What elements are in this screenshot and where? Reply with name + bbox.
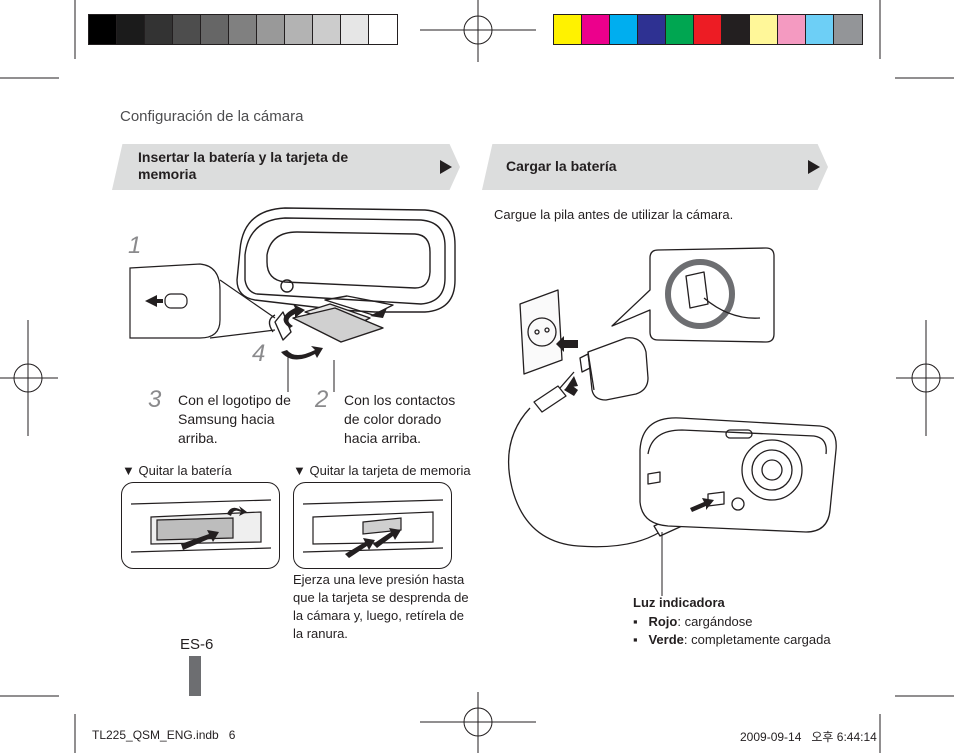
- remove-card-illustration: [293, 482, 452, 569]
- step-number-4: 4: [252, 340, 266, 367]
- process-color-swatch: [666, 15, 694, 44]
- page-number: ES-6: [180, 636, 214, 653]
- indicator-legend: ▪ Rojo: cargándose ▪ Verde: completament…: [633, 613, 831, 649]
- grayscale-swatch: [313, 15, 341, 44]
- grayscale-swatch: [117, 15, 145, 44]
- legend-item-green: ▪ Verde: completamente cargada: [633, 632, 831, 647]
- legend-desc-green: : completamente cargada: [683, 632, 831, 647]
- section-header-left: [112, 144, 460, 190]
- section-header-right: [482, 144, 828, 190]
- legend-item-red: ▪ Rojo: cargándose: [633, 614, 753, 629]
- page-tab-marker: [189, 656, 201, 696]
- step-2-text: Con los contactos de color dorado hacia …: [344, 392, 456, 446]
- process-color-swatch: [750, 15, 778, 44]
- grayscale-swatch: [369, 15, 397, 44]
- indicator-title: Luz indicadora: [633, 595, 725, 610]
- arrow-right-icon: [808, 160, 820, 174]
- card-removal-note: Ejerza una leve presión hasta que la tar…: [293, 572, 469, 641]
- process-color-swatch: [582, 15, 610, 44]
- step-number-1: 1: [128, 232, 142, 259]
- charging-illustration: [507, 247, 837, 596]
- section-title-charge: Cargar la batería: [506, 158, 617, 174]
- remove-battery-label: ▼ Quitar la batería: [122, 463, 232, 478]
- arrow-right-icon: [440, 160, 452, 174]
- step-number-3: 3: [148, 386, 162, 413]
- grayscale-swatch: [285, 15, 313, 44]
- footer-timestamp: 2009-09-14 오후 6:44:14: [740, 730, 877, 744]
- legend-desc-red: : cargándose: [677, 614, 753, 629]
- running-head: Configuración de la cámara: [120, 108, 304, 125]
- remove-battery-illustration: [121, 482, 280, 569]
- process-color-swatch: [722, 15, 750, 44]
- step-number-2: 2: [315, 386, 329, 413]
- grayscale-bar: [88, 14, 398, 45]
- charge-intro: Cargue la pila antes de utilizar la cáma…: [494, 207, 734, 222]
- grayscale-swatch: [229, 15, 257, 44]
- process-color-swatch: [778, 15, 806, 44]
- process-color-bar: [553, 14, 863, 45]
- grayscale-swatch: [341, 15, 369, 44]
- process-color-swatch: [834, 15, 862, 44]
- legend-label-red: Rojo: [648, 614, 678, 629]
- legend-label-green: Verde: [648, 632, 684, 647]
- grayscale-swatch: [201, 15, 229, 44]
- battery-insertion-illustration: [129, 207, 456, 360]
- grayscale-swatch: [89, 15, 117, 44]
- process-color-swatch: [638, 15, 666, 44]
- process-color-swatch: [694, 15, 722, 44]
- process-color-swatch: [610, 15, 638, 44]
- process-color-swatch: [806, 15, 834, 44]
- grayscale-swatch: [257, 15, 285, 44]
- section-title-insert: Insertar la batería y la tarjeta de memo…: [138, 149, 349, 182]
- process-color-swatch: [554, 15, 582, 44]
- footer-file-info: TL225_QSM_ENG.indb 6: [92, 728, 236, 742]
- grayscale-swatch: [145, 15, 173, 44]
- remove-card-label: ▼ Quitar la tarjeta de memoria: [293, 463, 471, 478]
- step-3-text: Con el logotipo de Samsung hacia arriba.: [178, 392, 291, 446]
- callout-lines: [287, 352, 335, 392]
- grayscale-swatch: [173, 15, 201, 44]
